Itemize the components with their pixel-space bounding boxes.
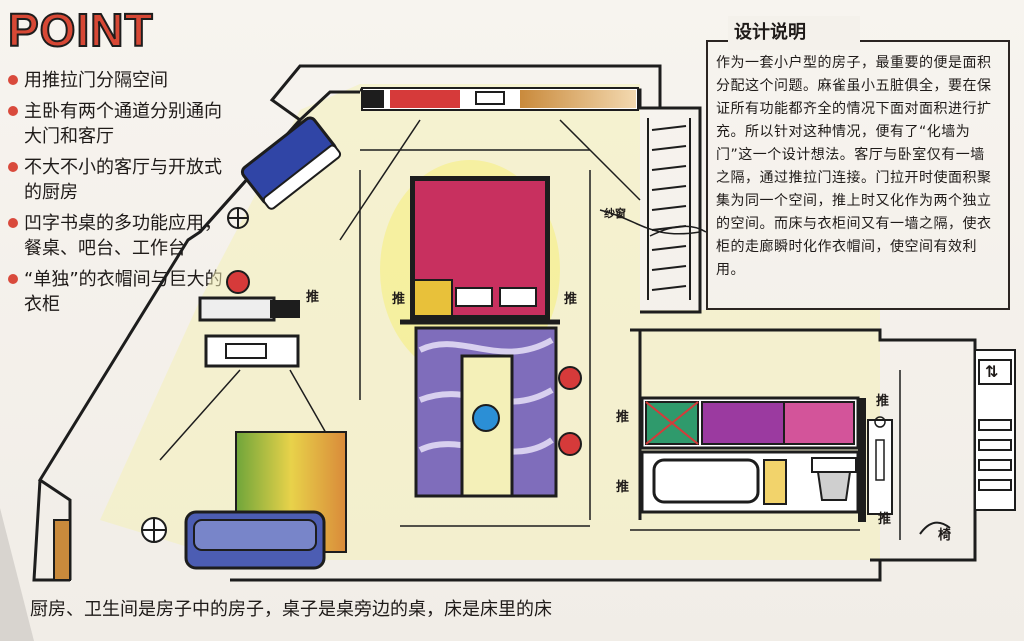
bullet-icon <box>8 162 18 172</box>
bed-pillow-left <box>455 287 493 307</box>
armchair <box>240 116 342 210</box>
curtain-arrow <box>599 209 701 235</box>
point-item-2: 主卧有两个通道分别通向大门和客厅 <box>8 99 223 149</box>
label-push-right: 推 <box>564 292 578 307</box>
chair-curve <box>919 521 951 535</box>
wall-black-bar <box>858 398 866 522</box>
toilet-bowl <box>816 471 852 501</box>
point-text: 不大不小的客厅与开放式的厨房 <box>24 157 222 203</box>
label-push-closet-bottom: 推 <box>878 512 892 527</box>
point-text: 主卧有两个通道分别通向大门和客厅 <box>24 101 222 147</box>
wardrobe-rail <box>647 118 691 300</box>
label-push-mid: 推 <box>392 292 406 307</box>
point-item-5: “单独”的衣帽间与巨大的衣柜 <box>8 267 223 317</box>
bed-pillow-right <box>499 287 537 307</box>
bathtub <box>652 458 760 504</box>
stool-red-left <box>226 270 250 294</box>
description-title: 设计说明 <box>728 16 860 50</box>
desc-pointer <box>649 225 707 237</box>
closet-pink <box>783 401 855 445</box>
window-black <box>362 90 384 108</box>
point-text: 凹字书桌的多功能应用，餐桌、吧台、工作台 <box>24 213 222 259</box>
point-text: “单独”的衣帽间与巨大的衣柜 <box>24 269 223 315</box>
wood-pillar <box>53 519 71 581</box>
label-push-left: 推 <box>306 290 320 305</box>
label-push-closet-top: 推 <box>876 394 890 409</box>
paper-corner <box>0 508 34 641</box>
point-text: 用推拉门分隔空间 <box>24 70 168 91</box>
bullet-icon <box>8 106 18 116</box>
point-title: POINT <box>7 4 154 56</box>
desk-lamp <box>472 404 500 432</box>
point-item-1: 用推拉门分隔空间 <box>8 68 223 93</box>
bullet-icon <box>8 75 18 85</box>
label-push-bath-bottom: 推 <box>616 480 630 495</box>
bullet-icon <box>8 274 18 284</box>
point-item-4: 凹字书桌的多功能应用，餐桌、吧台、工作台 <box>8 211 223 261</box>
dimension-lines <box>339 119 901 540</box>
stool-red-lower <box>558 432 582 456</box>
bullet-icon <box>8 218 18 228</box>
kitchen-shelf <box>270 300 300 318</box>
stairs-icon: ⇅ <box>985 362 999 381</box>
label-push-bath-top: 推 <box>616 410 630 425</box>
window-wood <box>520 90 636 108</box>
bed-side-yellow <box>413 279 453 317</box>
label-chair: 椅 <box>938 528 952 543</box>
description-text: 作为一套小户型的房子，最重要的便是面积分配这个问题。麻雀虽小五脏俱全，要在保证所… <box>716 55 992 278</box>
closet-purple <box>701 401 785 445</box>
kitchen-counter <box>198 296 276 322</box>
lamp-box <box>475 91 505 105</box>
point-list: 用推拉门分隔空间 主卧有两个通道分别通向大门和客厅 不大不小的客厅与开放式的厨房… <box>8 68 223 323</box>
toilet-tank <box>811 457 857 473</box>
point-item-3: 不大不小的客厅与开放式的厨房 <box>8 155 223 205</box>
shower-box <box>763 459 787 505</box>
label-curtain: 纱窗 <box>604 207 626 220</box>
window-red <box>390 90 460 108</box>
stool-red-upper <box>558 366 582 390</box>
bottom-caption: 厨房、卫生间是房子中的房子，桌子是桌旁边的桌，床是床里的床 <box>30 599 552 620</box>
sun-icon <box>874 416 886 428</box>
